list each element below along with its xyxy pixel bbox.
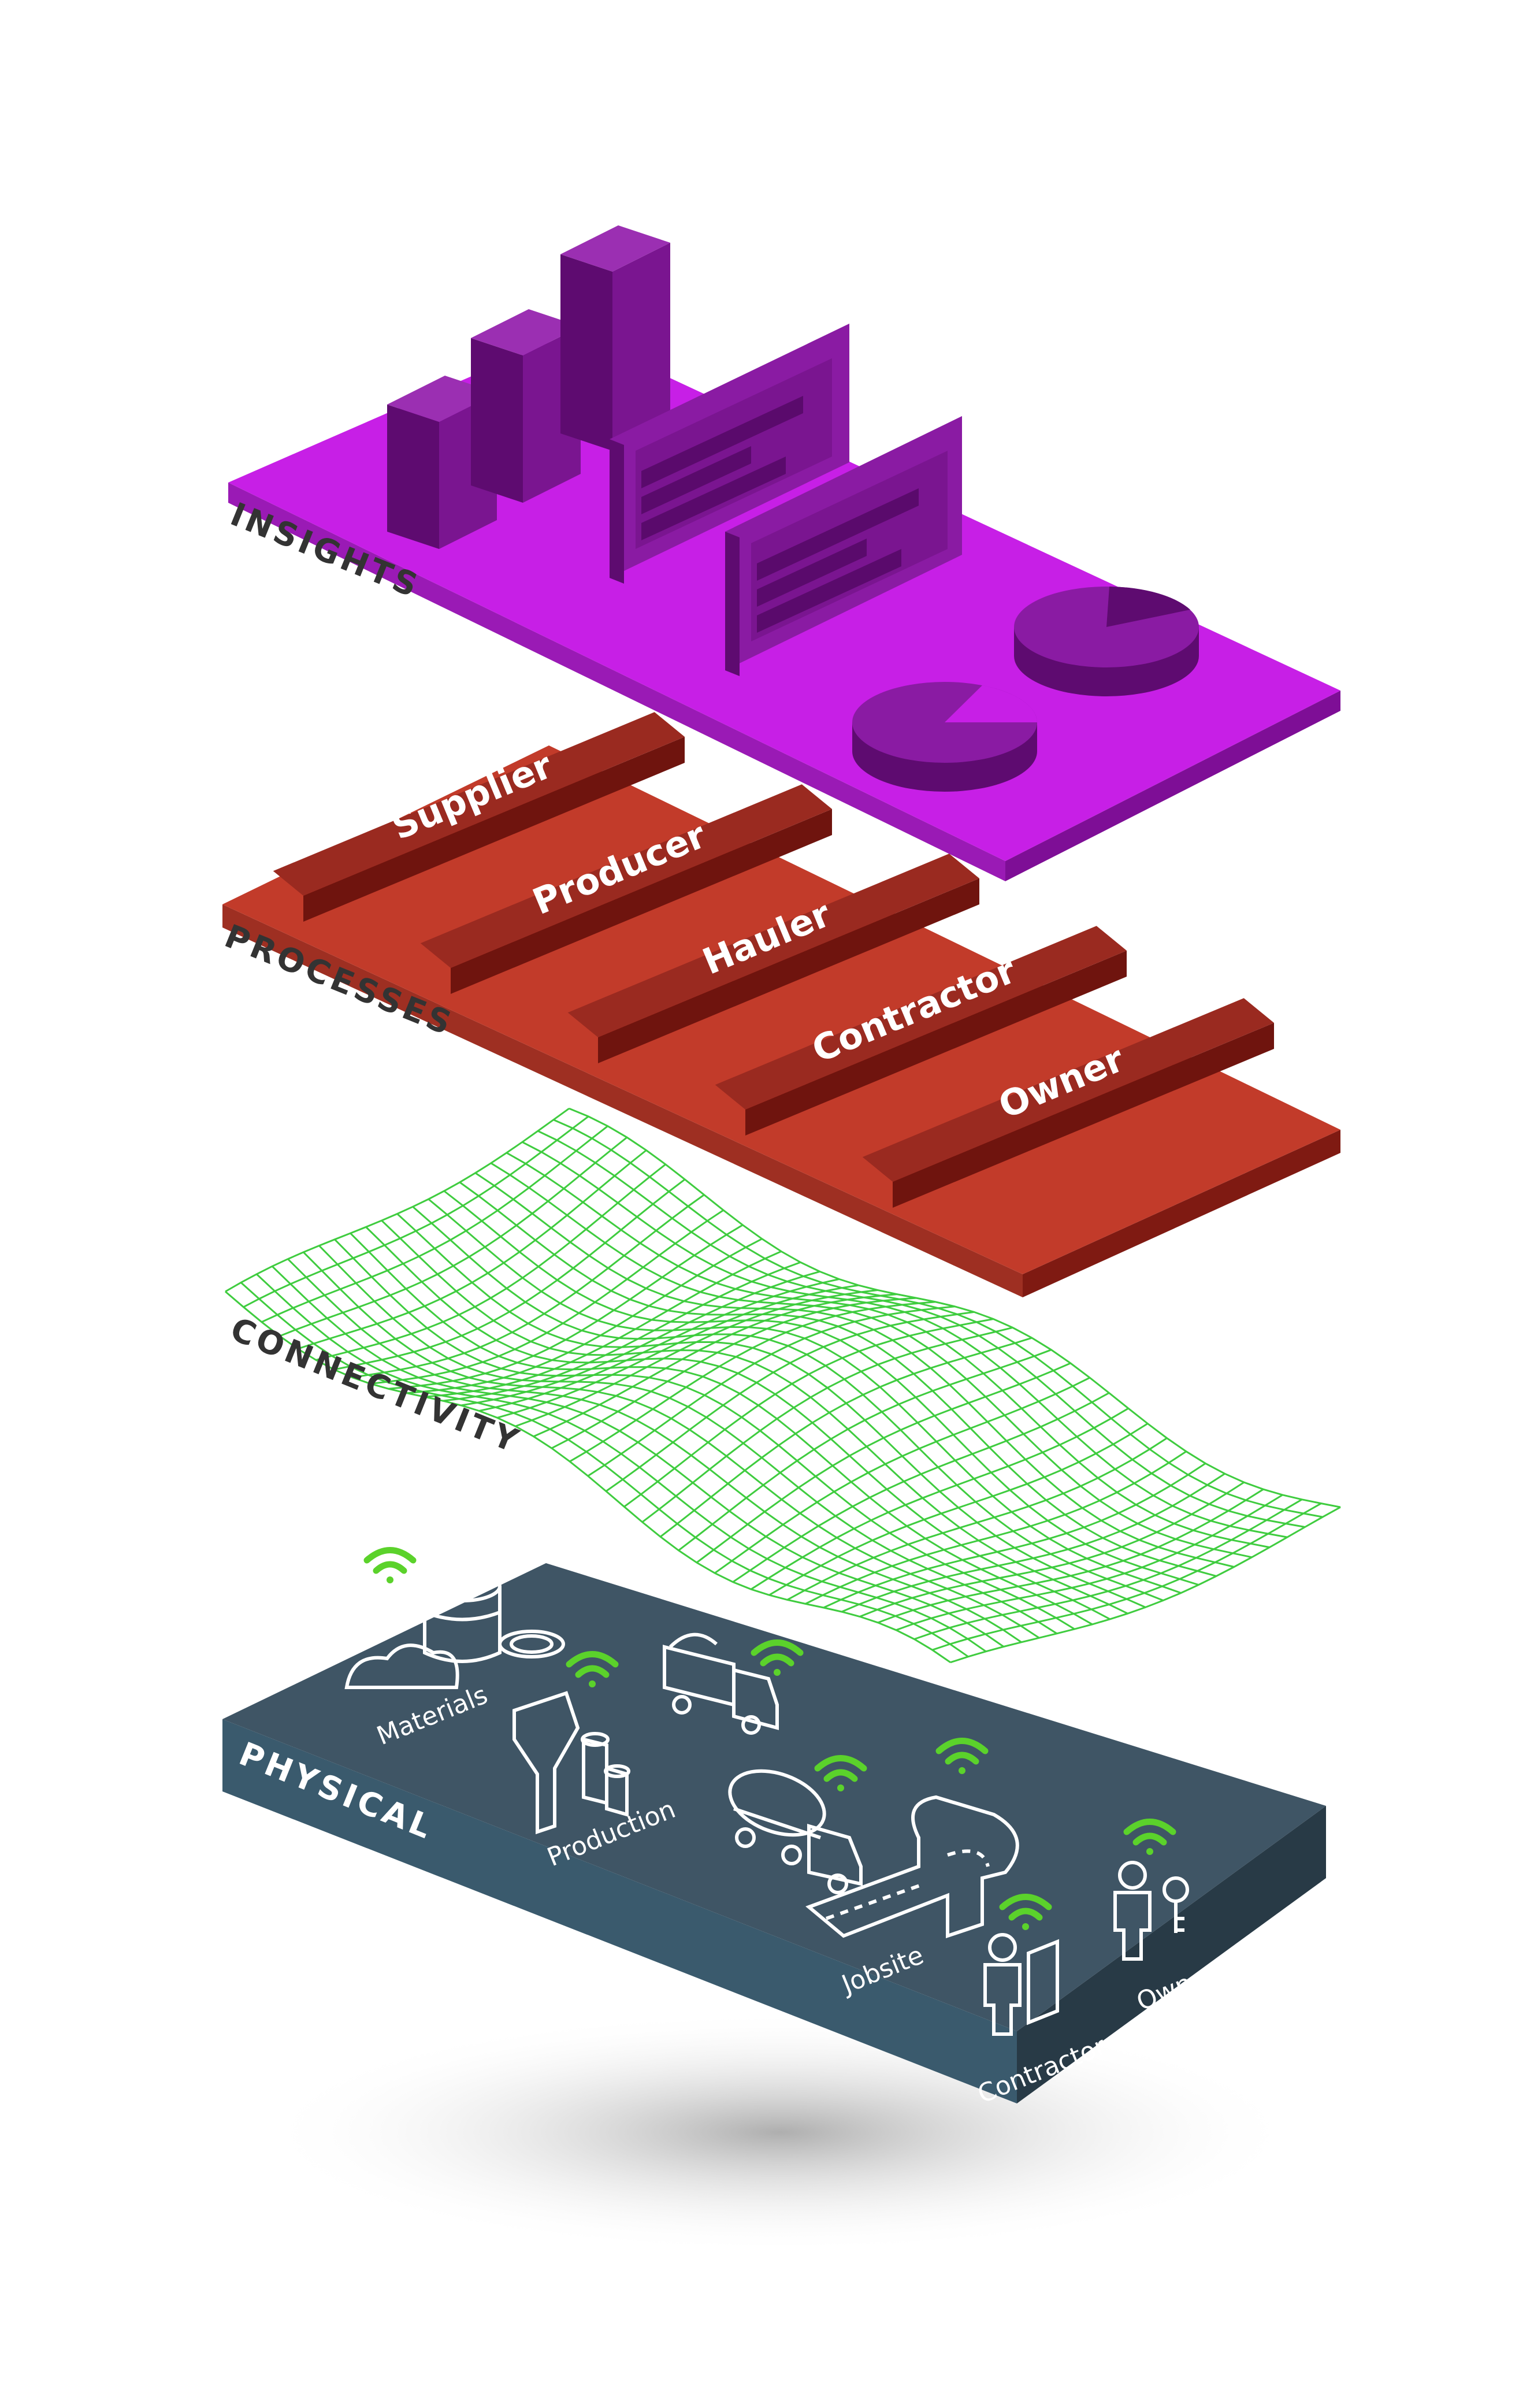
mesh-line [551,1297,916,1449]
process-block-top [273,712,685,896]
mesh-line [424,1251,782,1398]
mesh-line [225,1107,570,1293]
mesh-line [896,1494,1283,1631]
mesh-line [641,1326,1013,1523]
production-icon [512,1691,630,1835]
mesh-line [768,1423,1149,1596]
contractor-person-icon [983,1933,1059,2036]
processes-slab-left-side [222,904,1023,1297]
insights-layer: INSIGHTS [225,225,1340,881]
mesh-line [478,1278,840,1412]
mesh-line [272,1266,1004,1648]
wifi-icon [999,1894,1052,1930]
owner-person-icon [1113,1861,1189,1961]
physical-icons [344,1570,1189,2036]
process-block-side [893,1023,1274,1208]
mesh-line [569,1301,936,1463]
mesh-line [805,1450,1187,1605]
connectivity-label: CONNECTIVITY [225,1311,526,1461]
mesh-line [587,1305,955,1477]
mesh-line [497,1284,859,1419]
mesh-line [660,1337,1033,1538]
processes-slab-right-side [1023,1130,1340,1297]
mesh-line [533,1293,897,1438]
bar-chart-model [387,225,670,549]
physical-layer: PHYSICAL [222,1547,1326,2254]
mesh-line [243,1115,589,1308]
mesh-line [315,1163,666,1361]
wifi-icon [1123,1819,1176,1855]
wifi-icons [363,1547,1176,1930]
process-block-side [598,878,979,1063]
mesh-line [714,1376,1090,1574]
wifi-icon [814,1755,867,1791]
mesh-line [352,1194,705,1379]
process-block-side [451,809,832,994]
horizontal-bar-panel [725,416,962,676]
dump-truck-icon [663,1632,779,1735]
process-block-top [567,854,979,1037]
process-block-side [745,951,1127,1136]
physical-slab-left-side [222,1719,1017,2103]
wifi-icon [363,1547,417,1583]
insights-slab-left-side [228,483,1005,881]
horizontal-bar-panel [610,324,849,584]
process-block-top [862,998,1274,1182]
physical-slab-top [222,1563,1326,2031]
mixer-truck-icon [728,1769,863,1894]
physical-slab-right-side [1017,1806,1326,2103]
mesh-line [913,1498,1303,1640]
mesh-line [443,1261,801,1402]
bar-prism [560,225,670,451]
process-block-top [715,926,1127,1110]
jobsite-icon [805,1795,1019,1939]
process-block-top [420,784,832,968]
mesh-line [279,1137,628,1337]
mesh-line [823,1463,1206,1609]
mesh-line [732,1392,1110,1583]
mesh-line [334,1178,686,1371]
mesh-line [678,1349,1052,1552]
mesh-line [298,1149,647,1350]
mesh-line [623,1318,994,1508]
mesh-line [606,1311,975,1492]
materials-icon [344,1570,565,1689]
mesh-line [751,1407,1129,1590]
mesh-line [932,1502,1322,1651]
mesh-line [859,1481,1245,1617]
process-block-side [303,737,685,922]
insights-slab-right-side [1005,691,1340,881]
mesh-line [406,1238,763,1394]
mesh-line [261,1125,608,1323]
mesh-line [388,1224,744,1390]
mesh-line [460,1270,820,1407]
mesh-line [370,1209,724,1385]
mesh-line [841,1472,1225,1613]
mesh-line [877,1488,1264,1624]
processes-slab-top [222,745,1340,1274]
pie-chart-model [852,682,1038,792]
mesh-line [696,1362,1071,1564]
wifi-icon [935,1738,989,1774]
physical-shadow [260,2011,1300,2254]
wifi-icon [751,1639,804,1676]
process-block-hauler: Hauler [567,854,979,1063]
mesh-line [950,1506,1341,1664]
mesh-line [786,1437,1168,1601]
mesh-line [515,1289,878,1427]
connectivity-mesh [225,1107,1341,1664]
pie-chart-model [1014,587,1199,696]
wifi-icon [566,1651,619,1687]
